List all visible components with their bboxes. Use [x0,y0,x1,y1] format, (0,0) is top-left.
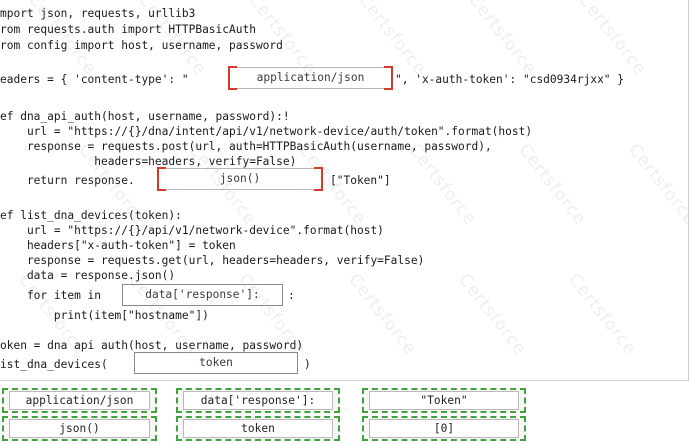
code-line-return-end: ["Token"] [330,174,391,187]
code-line-list-url: url = "https://{}/api/v1/network-device"… [0,224,384,237]
choice-label: [0] [369,419,519,438]
code-line-2: rom requests.auth import HTTPBasicAuth [0,23,256,36]
code-line-for: for item in [0,289,102,302]
slot-loop-source[interactable]: data['response']: [122,284,283,306]
choice-index-zero[interactable]: [0] [362,416,526,441]
code-line-auth-headers: headers=headers, verify=False) [0,155,297,168]
choice-token[interactable]: token [176,416,340,441]
code-line-list-data: data = response.json() [0,269,176,282]
choice-data-response[interactable]: data['response']: [176,388,340,413]
choice-label: token [183,419,333,438]
code-line-list-get: response = requests.get(url, headers=hea… [0,254,425,267]
code-line-def-auth: ef dna_api_auth(host, username, password… [0,110,290,123]
choice-label: application/json [9,391,150,410]
code-line-1: mport json, requests, urllib3 [0,7,196,20]
choice-label: data['response']: [183,391,333,410]
code-line-token-assign: oken = dna api auth(host, username, pass… [0,339,304,352]
choice-label: "Token" [369,391,519,410]
code-line-for-colon: : [288,289,295,302]
code-line-print: print(item["hostname"]) [0,309,209,322]
code-line-list-headers: headers["x-auth-token"] = token [0,239,236,252]
code-panel: mport json, requests, urllib3 rom reques… [0,0,689,381]
code-line-return: return response. [0,174,135,187]
slot-token-method[interactable]: json() [157,167,323,191]
code-line-headers-end: ", 'x-auth-token': "csd0934rjxx" } [395,73,625,86]
code-line-headers-start: eaders = { 'content-type': " [0,73,189,86]
code-line-call: ist_dna_devices( [0,358,108,371]
slot-call-arg[interactable]: token [134,352,298,374]
code-line-auth-url: url = "https://{}/dna/intent/api/v1/netw… [0,125,533,138]
slot-content-type[interactable]: application/json [228,66,393,90]
choice-application-json[interactable]: application/json [2,388,157,413]
choice-token-string[interactable]: "Token" [362,388,526,413]
choice-label: json() [9,419,150,438]
code-line-call-end: ) [304,358,311,371]
code-line-auth-post: response = requests.post(url, auth=HTTPB… [0,140,492,153]
code-line-3: rom config import host, username, passwo… [0,39,283,52]
choice-json-method[interactable]: json() [2,416,157,441]
code-line-def-list: ef list_dna_devices(token): [0,209,182,222]
